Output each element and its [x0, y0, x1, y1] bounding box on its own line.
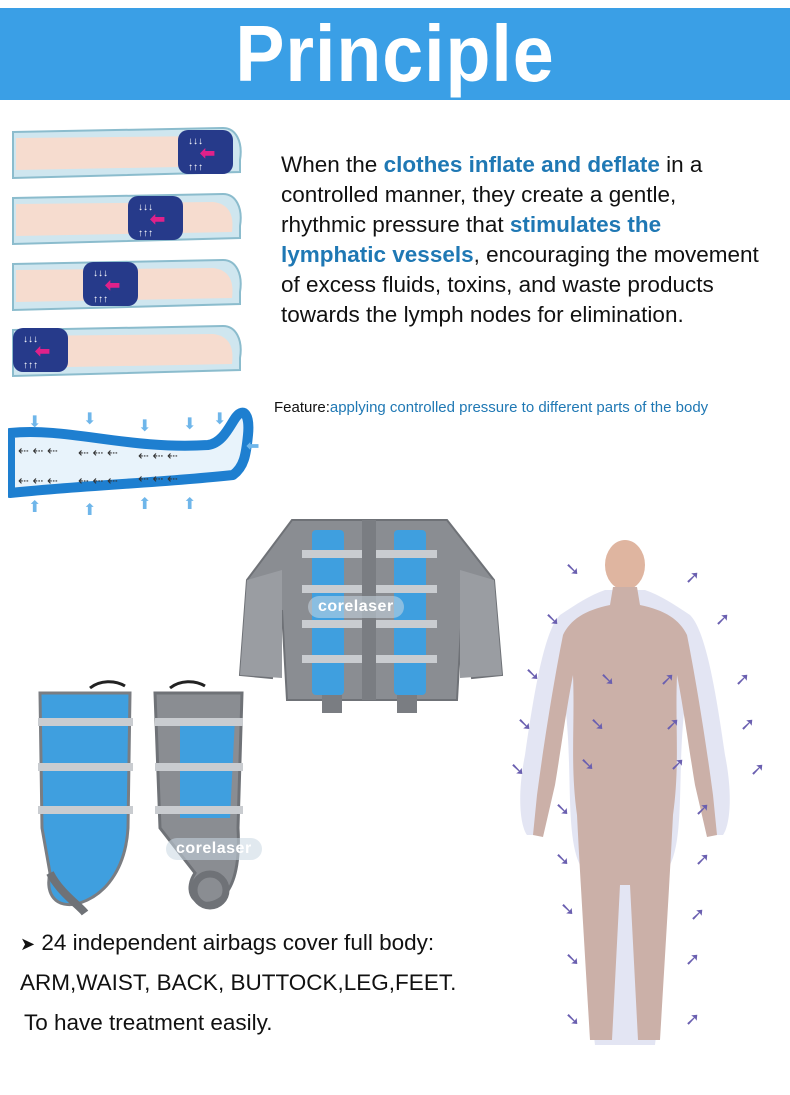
bullet-body-parts: ARM,WAIST, BACK, BUTTOCK,LEG,FEET. [20, 970, 457, 995]
pressure-arrow-icon: ➚ [660, 669, 675, 689]
pressure-arrow-icon: ➚ [735, 669, 750, 689]
up-pressure-arrow-icon: ⬆ [138, 496, 151, 513]
fluid-flow-arrow-icon: ⇠ ⇠ ⇠ [78, 473, 118, 488]
pressure-arrow-icon: ➚ [750, 759, 765, 779]
pressure-arrows-down: ↓↓↓ [93, 268, 108, 279]
flow-arrow-icon: ⬅ [199, 143, 215, 163]
down-pressure-arrow-icon: ⬇ [83, 411, 96, 428]
fluid-flow-arrow-icon: ⇠ ⇠ ⇠ [18, 473, 58, 488]
up-pressure-arrow-icon: ⬆ [183, 496, 196, 513]
down-pressure-arrow-icon: ⬇ [213, 411, 226, 428]
highlight-lymphatic: stimulates the lymphatic vessels [281, 212, 662, 267]
flow-arrow-icon: ⬅ [34, 341, 50, 361]
body-pressure-diagram: ➘ ➚ ➘ ➚ ➘ ➚ ➘ ➚ ➘ ➚ ➘ ➚ ➘ ➚ ➘ ➚ ➘ ➚ ➘ ➚ ➘ ➚ ➘ ➚ ➘ ➚ [510, 540, 765, 1045]
jacket-watermark: corelaser [308, 596, 404, 618]
fluid-flow-arrow-icon: ⇠ ⇠ ⇠ [138, 471, 178, 486]
pressure-arrows-up: ↑↑↑ [138, 228, 153, 239]
inflated-cuff [128, 196, 183, 240]
pressure-arrow-icon: ➘ [560, 899, 575, 919]
pressure-arrows-up: ↑↑↑ [188, 162, 203, 173]
pressure-arrow-icon: ➘ [510, 759, 525, 779]
pressure-arrow-icon: ➚ [670, 754, 685, 774]
pressure-arrow-icon: ➚ [695, 799, 710, 819]
pressure-arrows-down: ↓↓↓ [188, 136, 203, 147]
pressure-arrows-down: ↓↓↓ [138, 202, 153, 213]
pressure-arrows-down: ↓↓↓ [23, 334, 38, 345]
feature-label: Feature: [274, 399, 330, 416]
leg-step-4: ↓↓↓ ↑↑↑⬅ [12, 324, 242, 378]
down-pressure-arrow-icon: ⬇ [28, 414, 41, 431]
inflated-cuff [13, 328, 68, 372]
leg-step-1: ↓↓↓ ↑↑↑⬅ [12, 126, 242, 180]
feature-line: Feature:applying controlled pressure to … [274, 399, 784, 416]
leg-step-3: ↓↓↓ ↑↑↑⬅ [12, 258, 242, 312]
pressure-arrow-icon: ➚ [685, 567, 700, 587]
up-pressure-arrow-icon: ⬆ [83, 502, 96, 519]
header-banner: Principle [0, 8, 790, 100]
leg-compression-sequence-illustration: ↓↓↓↑↑↑⬅↓↓↓↑↑↑⬅↓↓↓↑↑↑⬅↓↓↓↑↑↑⬅ [12, 126, 242, 378]
bullet-airbags: ➤ 24 independent airbags cover full body… [20, 930, 435, 955]
pressure-arrow-icon: ➘ [580, 754, 595, 774]
flow-arrow-icon: ⬅ [104, 275, 120, 295]
pressure-arrow-icon: ➚ [740, 714, 755, 734]
pressure-arrow-icon: ➘ [590, 714, 605, 734]
inflated-cuff [178, 130, 233, 174]
left-pressure-arrow-icon: ⬅ [246, 438, 259, 455]
pressure-arrow-icon: ➘ [545, 609, 560, 629]
flow-arrow-icon: ⬅ [149, 209, 165, 229]
pressure-arrow-icon: ➚ [685, 1009, 700, 1029]
pressure-arrow-icon: ➘ [517, 714, 532, 734]
principle-description: When the clothes inflate and deflate in … [281, 152, 759, 327]
bullet-marker: ➤ [20, 934, 36, 954]
bullet-easy-treatment: To have treatment easily. [24, 1010, 273, 1035]
pressure-arrow-icon: ➘ [555, 849, 570, 869]
pressure-arrows-up: ↑↑↑ [23, 360, 38, 371]
leg-skin [16, 334, 233, 368]
pressure-arrows-up: ↑↑↑ [93, 294, 108, 305]
leg-skin [16, 202, 233, 236]
up-pressure-arrow-icon: ⬆ [28, 499, 41, 516]
leg-step-2: ↓↓↓ ↑↑↑⬅ [12, 192, 242, 246]
compression-leg-boots-image [38, 680, 244, 916]
legs-watermark: corelaser [166, 838, 262, 860]
pressure-arrow-icon: ➚ [685, 949, 700, 969]
pressure-arrow-icon: ➘ [565, 559, 580, 579]
inflated-cuff [83, 262, 138, 306]
pressure-arrow-icon: ➚ [715, 609, 730, 629]
pressure-arrow-icon: ➘ [565, 1009, 580, 1029]
fluid-flow-arrow-icon: ⇠ ⇠ ⇠ [78, 445, 118, 460]
pressure-flow-illustration: ⬇ ⬇ ⬇ ⬇ ⬇ ⬆ ⬆ ⬆ ⬆ ⬅ ⇠ ⇠ ⇠ ⇠ ⇠ ⇠ ⇠ ⇠ ⇠ ⇠ ⇠ ⇠ ⇠ ⇠ ⇠ ⇠ ⇠ ⇠ [8, 407, 259, 519]
feature-value: applying controlled pressure to differen… [329, 399, 709, 416]
pressure-arrow-icon: ➚ [695, 849, 710, 869]
fluid-flow-arrow-icon: ⇠ ⇠ ⇠ [138, 448, 178, 463]
pressure-arrow-icon: ➚ [665, 714, 680, 734]
page-title: Principle [235, 9, 555, 98]
pressure-arrow-icon: ➘ [525, 664, 540, 684]
highlight-inflate-deflate: clothes inflate and deflate [383, 152, 660, 177]
down-pressure-arrow-icon: ⬇ [183, 416, 196, 433]
pressure-arrow-icon: ➘ [565, 949, 580, 969]
pressure-arrow-icon: ➚ [690, 904, 705, 924]
pressure-arrow-icon: ➘ [600, 669, 615, 689]
fluid-flow-arrow-icon: ⇠ ⇠ ⇠ [18, 443, 58, 458]
down-pressure-arrow-icon: ⬇ [138, 418, 151, 435]
pressure-arrow-icon: ➘ [555, 799, 570, 819]
